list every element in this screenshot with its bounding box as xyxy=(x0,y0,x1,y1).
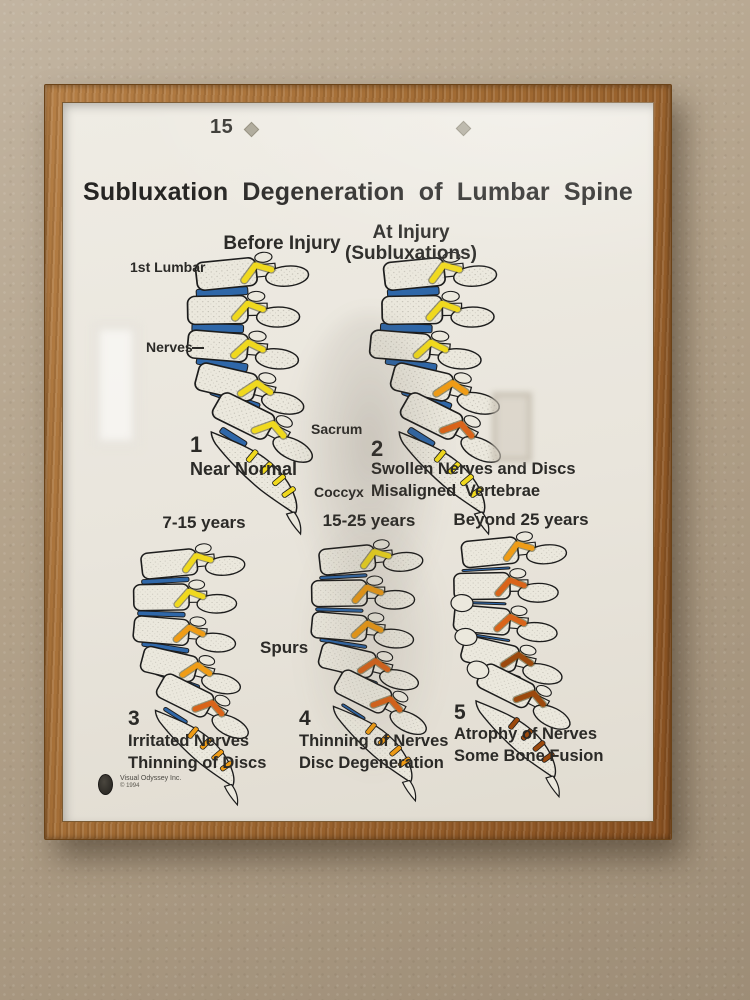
stage-1-number: 1 xyxy=(190,432,203,457)
stage-3-caption-line-2: Thinning of Discs xyxy=(128,754,267,772)
stage-2-caption-line-1: Swollen Nerves and Discs xyxy=(371,460,576,478)
label-first-lumbar: 1st Lumbar xyxy=(130,259,206,275)
credit-block: Visual Odyssey Inc. © 1994 xyxy=(98,774,181,795)
poster-title: Subluxation Degeneration of Lumbar Spine xyxy=(83,178,633,206)
spine-illustration-stage-4 xyxy=(310,539,427,803)
stage-4-caption-line-2: Disc Degeneration xyxy=(299,754,444,772)
label-coccyx: Coccyx xyxy=(314,484,364,500)
credit-copyright: © 1994 xyxy=(120,783,140,790)
diamond-marker-icon xyxy=(455,120,472,137)
glass-reflection-window xyxy=(92,322,140,448)
stage-2-heading: At Injury xyxy=(372,222,450,243)
stage-5-number: 5 xyxy=(454,701,466,724)
stage-2-subheading: (Subluxations) xyxy=(345,243,477,264)
spine-illustration-stage-5 xyxy=(450,531,571,799)
stage-3-number: 3 xyxy=(128,707,140,730)
spine-illustration-stage-3 xyxy=(132,543,249,807)
stage-4-heading: 15-25 years xyxy=(322,511,416,530)
stage-5-heading: Beyond 25 years xyxy=(453,510,589,529)
stage-1-caption-line-1: Near Normal xyxy=(190,459,298,479)
stage-3-heading: 7-15 years xyxy=(162,513,246,532)
nerves-pointer-line xyxy=(192,347,204,349)
stage-4-caption-line-1: Thinning of Nerves xyxy=(299,732,449,750)
credit-company: Visual Odyssey Inc. xyxy=(120,775,182,782)
stage-5-caption-line-2: Some Bone Fusion xyxy=(454,747,604,765)
poster-frame: 15 Subluxation Degeneration of Lumbar Sp… xyxy=(44,84,672,840)
page-number: 15 xyxy=(210,116,234,138)
stage-3-caption-line-1: Irritated Nerves xyxy=(128,732,250,750)
poster: 15 Subluxation Degeneration of Lumbar Sp… xyxy=(62,102,654,822)
stage-2-number: 2 xyxy=(371,436,384,461)
stage-5-caption-line-1: Atrophy of Nerves xyxy=(454,725,598,743)
spine-illustration-stage-2 xyxy=(368,251,502,536)
visual-odyssey-logo-icon xyxy=(98,774,113,795)
label-spurs: Spurs xyxy=(260,638,309,657)
diamond-marker-icon xyxy=(243,121,260,138)
stage-4-number: 4 xyxy=(299,707,311,730)
stage-2-caption-line-2: Misaligned Vertebrae xyxy=(371,482,541,500)
spine-illustration-stage-1 xyxy=(186,251,314,536)
stage-1-heading: Before Injury xyxy=(223,233,341,254)
label-nerves: Nerves xyxy=(146,339,193,355)
label-sacrum: Sacrum xyxy=(311,421,363,437)
